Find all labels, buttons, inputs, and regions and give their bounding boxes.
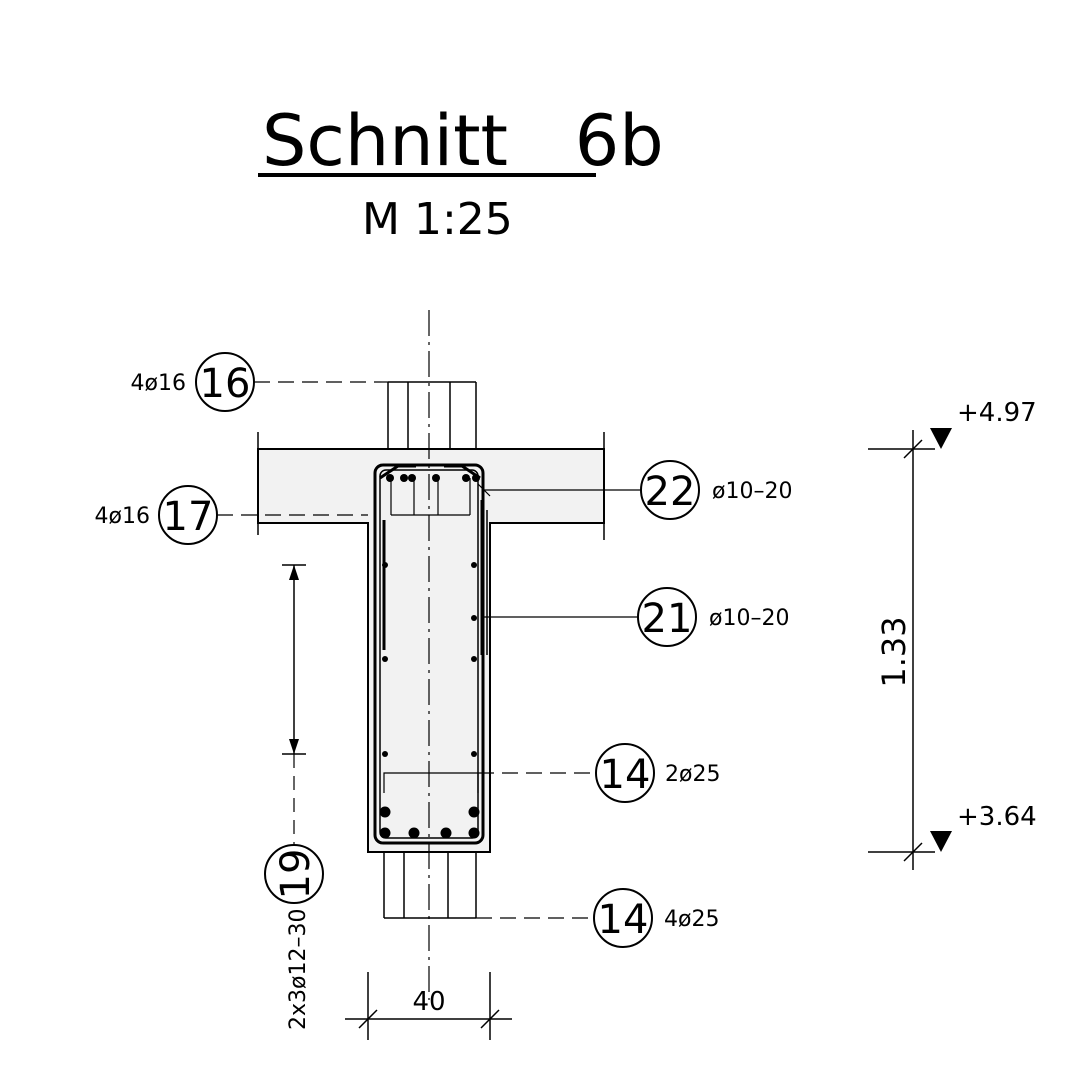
drawing-scale: M 1:25 [362,194,513,245]
callout-21-spec: ø10–20 [709,606,789,631]
callout-14-lower: 14 4ø25 [476,888,719,948]
stirrup-inner [379,469,479,839]
rebar-dots [379,474,480,839]
callout-14-upper-spec: 2ø25 [665,762,720,787]
drawing-title: Schnitt 6b [262,100,664,182]
height-dimension-value: 1.33 [875,616,913,687]
callout-14-upper: 14 2ø25 [478,743,720,803]
callout-21-number: 21 [642,596,693,642]
bar-14-top-layer [383,772,479,793]
stirrup-hooks [379,464,481,480]
callout-17-spec: 4ø16 [95,504,150,529]
height-dimension [868,430,935,870]
callout-22-spec: ø10–20 [712,479,792,504]
callout-17: 17 4ø16 [95,485,368,545]
callout-16-number: 16 [200,361,251,407]
level-bottom-value: +3.64 [957,802,1037,832]
level-marker-bottom: +3.64 [930,802,1037,852]
callout-22-number: 22 [645,469,696,515]
slab-rebar-top [390,478,471,516]
callout-16: 16 4ø16 [131,352,388,412]
callout-14-upper-number: 14 [600,752,651,798]
callout-19-spec: 2x3ø12–30 [286,909,311,1030]
callout-14-lower-number: 14 [598,897,649,943]
callout-16-spec: 4ø16 [131,371,186,396]
column-above [387,381,477,449]
callout-19-number: 19 [273,849,319,900]
level-top-value: +4.97 [957,398,1037,428]
callout-22: 22 ø10–20 [477,460,792,520]
concrete-section [257,448,605,853]
callout-14-lower-spec: 4ø25 [664,907,719,932]
level-marker-top: +4.97 [930,398,1037,449]
column-below [383,852,477,919]
width-dimension [345,972,512,1040]
callout-17-number: 17 [163,494,214,540]
callout-19: 19 2x3ø12–30 [264,564,324,1030]
callout-21: 21 ø10–20 [482,587,789,647]
width-dimension-value: 40 [412,987,445,1017]
